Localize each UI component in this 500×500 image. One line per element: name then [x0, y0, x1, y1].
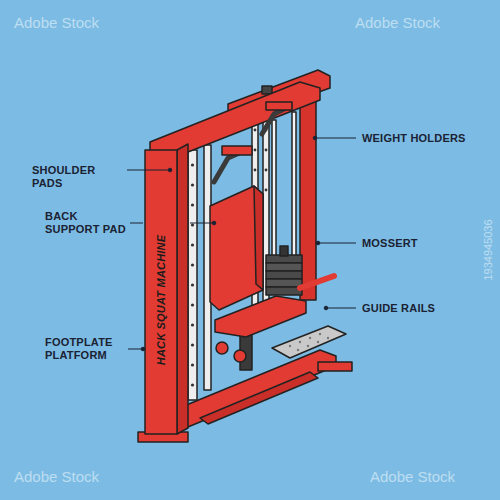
part-label: GUIDE RAILS: [362, 302, 482, 315]
watermark: 1934945036: [482, 219, 494, 280]
part-label: WEIGHT HOLDERS: [362, 132, 482, 145]
part-label: FOOTPLATE PLATFORM: [45, 336, 127, 362]
watermark: Adobe Stock: [370, 468, 455, 485]
watermark: Adobe Stock: [355, 14, 440, 31]
part-label: BACK SUPPORT PAD: [45, 210, 131, 236]
part-label: MOSSERT: [362, 237, 482, 250]
part-label: SHOULDER PADS: [32, 164, 126, 190]
watermark: Adobe Stock: [14, 14, 99, 31]
machine-name: HACK SQUAT MACHINE: [155, 235, 168, 366]
watermark: Adobe Stock: [14, 468, 99, 485]
